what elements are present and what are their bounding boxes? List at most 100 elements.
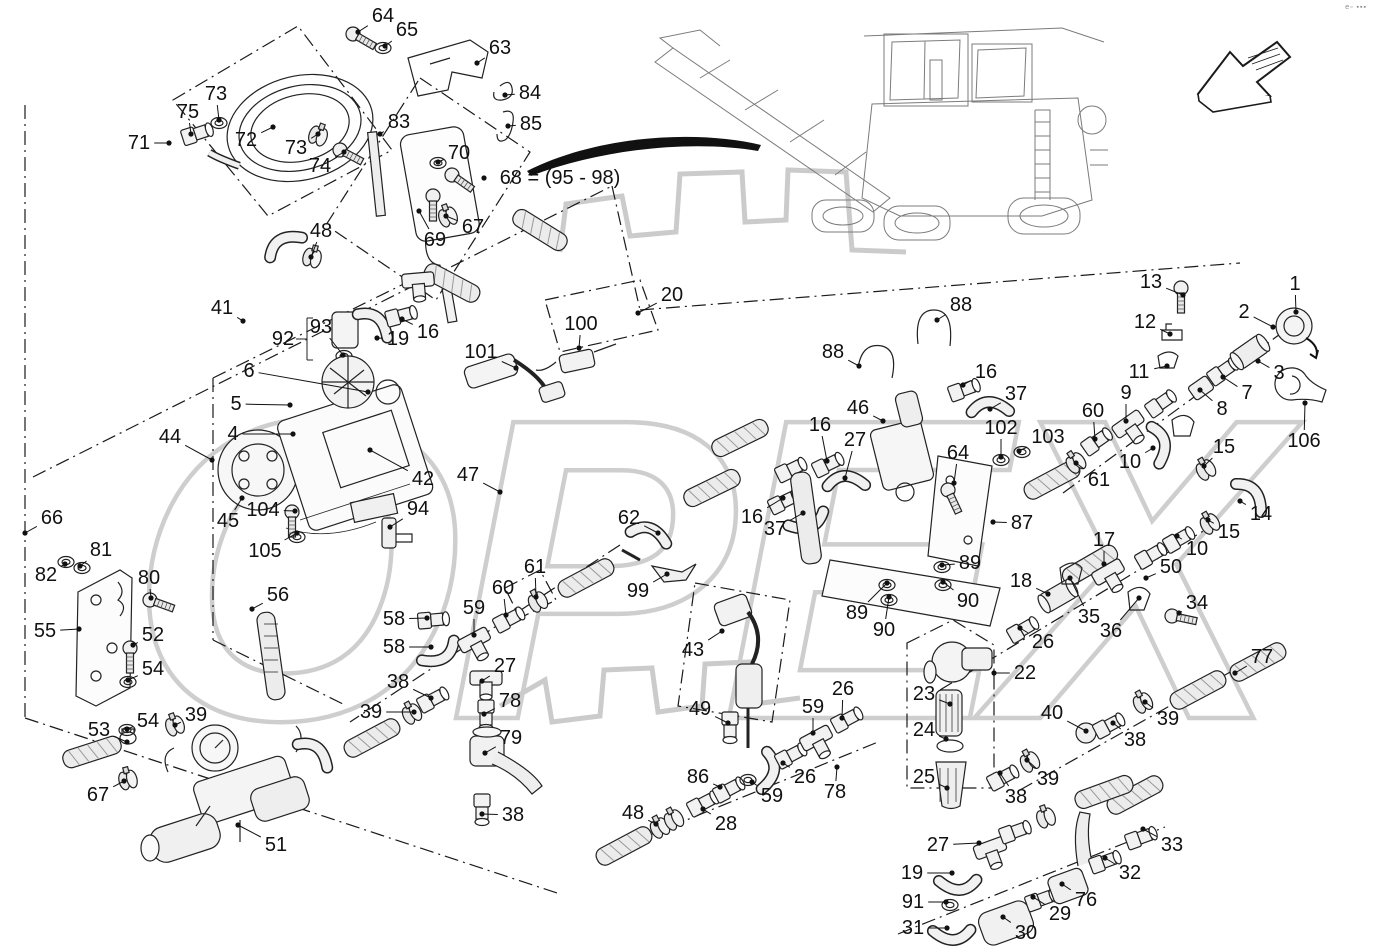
part-label-101: 101 — [464, 341, 498, 363]
leader-dot — [76, 626, 82, 632]
leader-dot — [424, 615, 430, 621]
leader-dot — [839, 715, 845, 721]
part-label-50: 50 — [1159, 556, 1183, 578]
part-label-42: 42 — [411, 468, 435, 490]
strip-83 — [366, 131, 387, 217]
part-label-83: 83 — [387, 111, 411, 133]
leader-dot — [482, 750, 488, 756]
leader-dot — [780, 760, 786, 766]
leader-dot — [1024, 757, 1030, 763]
leader-dot — [1302, 400, 1308, 406]
leader-dot — [387, 524, 393, 530]
pipe-56b — [790, 471, 822, 565]
part-label-39: 39 — [1036, 768, 1060, 790]
leader-dot — [1142, 699, 1148, 705]
part-label-25: 25 — [912, 766, 936, 788]
part-label-19: 19 — [900, 862, 924, 884]
leader-dot — [1197, 387, 1203, 393]
leader-dot — [951, 480, 957, 486]
leader-dot — [249, 606, 255, 612]
leader-line — [1222, 376, 1238, 388]
part-label-9: 9 — [1120, 382, 1132, 404]
ball-valve-79 — [469, 726, 543, 795]
leader-dot — [125, 677, 131, 683]
hook-84 — [493, 81, 513, 101]
leader-dot — [653, 821, 659, 827]
leader-dot — [443, 213, 449, 219]
leader-dot — [1067, 575, 1073, 581]
leader-line — [707, 630, 723, 641]
part-label-75: 75 — [176, 101, 200, 123]
part-label-88: 88 — [949, 294, 973, 316]
cap-106 — [1274, 367, 1327, 403]
part-label-85: 85 — [519, 113, 543, 135]
part-label-37: 37 — [763, 518, 787, 540]
part-label-45: 45 — [216, 510, 240, 532]
leader-line — [885, 596, 890, 620]
leader-line — [310, 241, 318, 258]
part-label-90: 90 — [956, 590, 980, 612]
part-label-38: 38 — [1004, 786, 1028, 808]
leader-dot — [1140, 826, 1146, 832]
part-label-72: 72 — [234, 129, 258, 151]
part-label-74: 74 — [308, 155, 332, 177]
part-label-78: 78 — [498, 690, 522, 712]
leader-dot — [77, 563, 83, 569]
leader-line — [637, 302, 658, 314]
leader-dot — [411, 709, 417, 715]
part-label-78: 78 — [823, 781, 847, 803]
part-label-93: 93 — [309, 316, 333, 338]
leader-dot — [1083, 728, 1089, 734]
valve-94 — [381, 517, 397, 549]
leader-dot — [1176, 610, 1182, 616]
part-label-76: 76 — [1074, 889, 1098, 911]
leader-line — [1066, 720, 1087, 732]
leader-dot — [1270, 324, 1276, 330]
leader-dot — [719, 628, 725, 634]
part-label-51: 51 — [264, 834, 288, 856]
part-label-39: 39 — [1156, 708, 1180, 730]
leader-line — [258, 372, 369, 393]
leader-dot — [240, 318, 246, 324]
part-label-19: 19 — [386, 328, 410, 350]
part-label-5: 5 — [230, 393, 242, 415]
part-label-90: 90 — [872, 619, 896, 641]
leader-dot — [700, 806, 706, 812]
part-label-48: 48 — [309, 220, 333, 242]
leader-dot — [340, 352, 346, 358]
part-label-43: 43 — [681, 639, 705, 661]
leader-dot — [1092, 436, 1098, 442]
part-label-38: 38 — [386, 671, 410, 693]
part-label-30: 30 — [1014, 922, 1038, 944]
leader-line — [1253, 316, 1274, 328]
part-label-2: 2 — [1238, 301, 1250, 323]
bracket-63 — [407, 39, 489, 97]
leader-line — [184, 444, 213, 461]
part-label-26: 26 — [831, 678, 855, 700]
leader-dot — [1102, 855, 1108, 861]
ball-valve-76 — [1047, 811, 1093, 905]
leader-dot — [124, 726, 130, 732]
u-bolt-88 — [857, 344, 895, 379]
sensor-100 — [535, 343, 617, 374]
leader-dot — [503, 612, 509, 618]
leader-dot — [308, 254, 314, 260]
leader-line — [418, 210, 430, 230]
leader-dot — [717, 784, 723, 790]
part-label-89: 89 — [958, 552, 982, 574]
leader-dot — [749, 779, 755, 785]
leader-dot — [1164, 363, 1170, 369]
machine-sketch — [654, 27, 1108, 241]
leader-line — [1093, 421, 1096, 440]
leader-dot — [997, 770, 1003, 776]
leader-dot — [1017, 625, 1023, 631]
leader-dot — [1136, 595, 1142, 601]
part-label-46: 46 — [846, 397, 870, 419]
part-label-47: 47 — [456, 464, 480, 486]
leader-line — [501, 361, 517, 369]
leader-line — [841, 699, 844, 719]
part-label-65: 65 — [395, 19, 419, 41]
leader-dot — [1059, 881, 1065, 887]
leader-dot — [428, 644, 434, 650]
leader-line — [1142, 828, 1158, 838]
